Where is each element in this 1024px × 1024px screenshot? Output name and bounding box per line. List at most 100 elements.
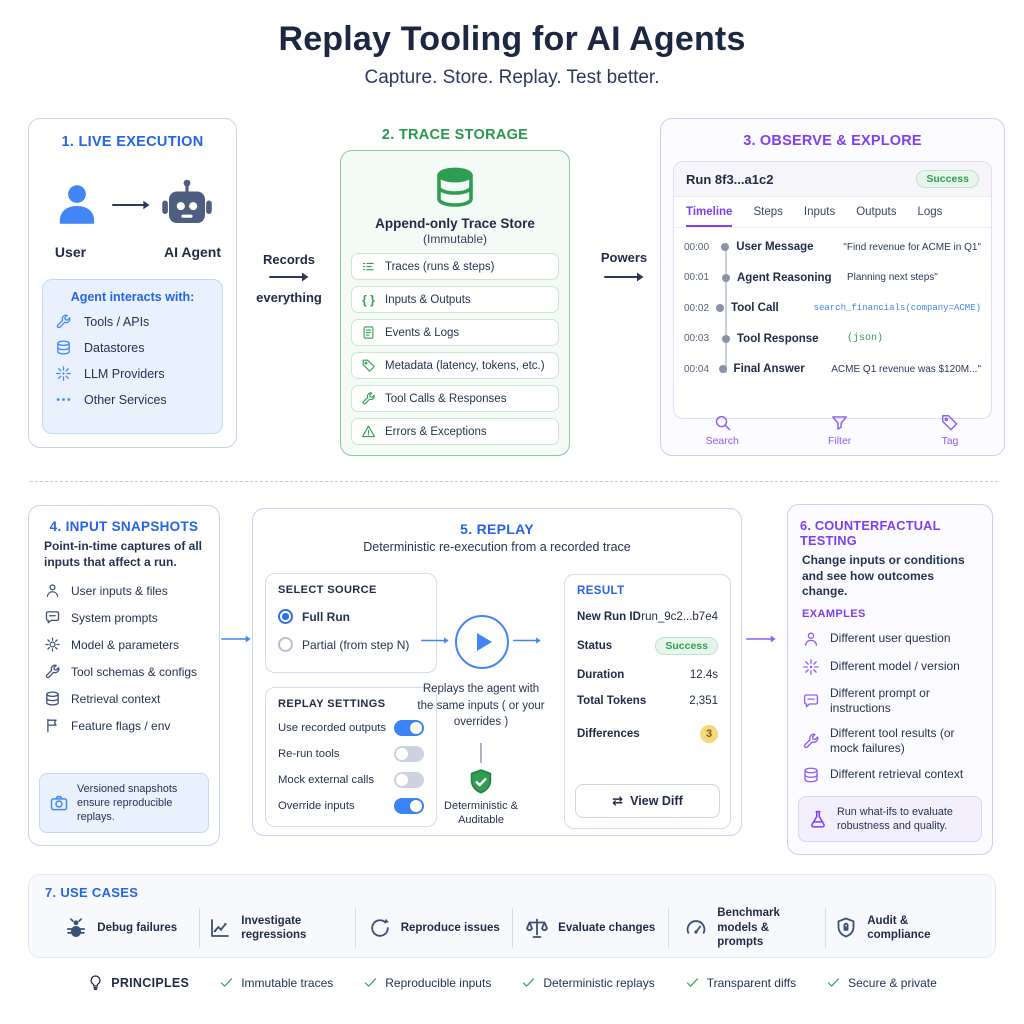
page-subtitle: Capture. Store. Replay. Test better.	[364, 67, 660, 88]
status-badge: Success	[655, 637, 718, 655]
flow-arrow-icon	[746, 633, 776, 645]
principle-label: Reproducible inputs	[385, 975, 492, 990]
list-item-label: Tool schemas & configs	[71, 664, 198, 679]
toggle-switch[interactable]	[394, 798, 424, 814]
timeline-row: 00:01 Agent Reasoning Planning next step…	[684, 263, 981, 294]
list-item-label: User inputs & files	[71, 583, 168, 598]
replay-note: Replays the agent with the same inputs (…	[417, 683, 545, 729]
flask-icon	[808, 809, 828, 829]
principle-item: Secure & private	[826, 975, 937, 990]
list-item-label: Retrieval context	[71, 691, 161, 706]
list-item-label: Tools / APIs	[84, 314, 150, 329]
refresh-icon	[368, 916, 392, 940]
panel-counterfactual-testing: 6. COUNTERFACTUAL TESTING Change inputs …	[787, 504, 993, 855]
toggle-label: Mock external calls	[278, 774, 375, 786]
section-divider	[30, 481, 998, 482]
list-item-label: Different user question	[830, 631, 951, 646]
list-item-label: Other Services	[84, 392, 167, 407]
toggle-switch[interactable]	[394, 772, 424, 788]
filter-button[interactable]: Filter	[828, 413, 851, 447]
right-arrow-icon	[247, 271, 331, 283]
list-item: Datastores	[55, 339, 210, 356]
flow-arrow-icon	[421, 635, 449, 646]
result-value: 12.4s	[689, 669, 718, 681]
result-label: New Run ID	[577, 611, 641, 623]
search-button[interactable]: Search	[706, 413, 739, 447]
check-icon	[521, 975, 536, 990]
result-label: Differences	[577, 728, 640, 740]
panel-counterfactual-title: 6. COUNTERFACTUAL TESTING	[800, 518, 941, 548]
timeline-row: 00:03 Tool Response (json)	[684, 324, 981, 355]
database-icon	[44, 690, 61, 707]
radio-option[interactable]: Partial (from step N)	[278, 637, 424, 652]
examples-label: EXAMPLES	[802, 607, 866, 620]
play-button[interactable]	[455, 615, 509, 669]
tag-icon	[940, 413, 959, 432]
timeline-detail: ACME Q1 revenue was $120M..."	[831, 363, 981, 375]
list-item-label: Different prompt or instructions	[830, 685, 930, 715]
robot-icon	[160, 178, 214, 232]
list-item-label: Datastores	[84, 340, 145, 355]
panel-use-cases-title: 7. USE CASES	[45, 885, 139, 900]
document-icon	[361, 325, 376, 340]
principles-label: PRINCIPLES	[111, 975, 190, 990]
select-source-title: SELECT SOURCE	[278, 584, 377, 596]
whatif-callout: Run what-ifs to evaluate robustness and …	[798, 795, 982, 842]
use-case-item: Audit & compliance	[828, 905, 980, 951]
use-case-item: Investigate regressions	[202, 905, 354, 951]
use-case-label: Reproduce issues	[400, 921, 500, 934]
user-label: User	[54, 244, 87, 260]
radio-button[interactable]	[278, 609, 293, 624]
right-arrow-icon	[112, 199, 150, 211]
divider	[511, 908, 513, 948]
tab-timeline[interactable]: Timeline	[686, 206, 733, 227]
tab-logs[interactable]: Logs	[917, 206, 943, 218]
tab-outputs[interactable]: Outputs	[856, 206, 897, 218]
timeline-dot	[718, 365, 727, 374]
database-icon	[802, 766, 820, 784]
timeline-dot	[721, 243, 730, 252]
toggle-switch[interactable]	[394, 746, 424, 762]
select-source-box: SELECT SOURCE Full Run Partial (from ste…	[265, 573, 437, 673]
tab-inputs[interactable]: Inputs	[803, 206, 836, 218]
run-tabs: Timeline Steps Inputs Outputs Logs	[674, 197, 991, 228]
timeline-time: 00:00	[684, 241, 710, 253]
list-item: Tool schemas & configs	[29, 658, 219, 685]
radio-label: Partial (from step N)	[302, 637, 410, 652]
panel-input-snapshots: 4. INPUT SNAPSHOTS Point-in-time capture…	[28, 505, 220, 846]
radio-option[interactable]: Full Run	[278, 609, 424, 624]
diff-icon: ⇄	[612, 793, 624, 808]
shield-label: Deterministic & Auditable	[444, 800, 518, 827]
trace-item: Tool Calls & Responses	[351, 385, 559, 412]
wrench-icon	[361, 391, 376, 406]
toggle-row: Mock external calls	[278, 772, 424, 788]
tag-button[interactable]: Tag	[940, 413, 959, 447]
chart-icon	[208, 916, 232, 940]
timeline-time: 00:03	[684, 333, 710, 345]
principle-label: Deterministic replays	[543, 975, 655, 990]
toggle-label: Override inputs	[278, 800, 355, 812]
panel-observe-explore-title: 3. OBSERVE & EXPLORE	[743, 133, 922, 149]
gauge-icon	[684, 916, 708, 940]
run-id-value[interactable]: run_9c2...b7e4	[641, 611, 718, 623]
gear-icon	[44, 636, 61, 653]
principle-item: Transparent diffs	[685, 975, 796, 990]
everything-label: everything	[256, 290, 322, 305]
tag-icon	[361, 358, 376, 373]
tab-steps[interactable]: Steps	[753, 206, 783, 218]
list-item: Different tool results (or mock failures…	[788, 726, 992, 756]
use-case-label: Audit & compliance	[867, 914, 931, 941]
view-diff-button[interactable]: ⇄ View Diff	[575, 784, 720, 818]
result-box: RESULT New Run ID run_9c2...b7e4 Status …	[564, 574, 731, 829]
toggle-switch[interactable]	[394, 720, 424, 736]
replay-settings-box: REPLAY SETTINGS Use recorded outputs Re-…	[265, 687, 437, 827]
result-value: 2,351	[689, 695, 718, 707]
filter-icon	[830, 413, 849, 432]
result-row: Status Success	[577, 637, 718, 655]
radio-button[interactable]	[278, 637, 293, 652]
use-case-item: Reproduce issues	[358, 905, 510, 951]
trace-steps-icon	[361, 259, 376, 274]
user-icon	[802, 630, 820, 648]
result-row: Total Tokens 2,351	[577, 695, 718, 707]
